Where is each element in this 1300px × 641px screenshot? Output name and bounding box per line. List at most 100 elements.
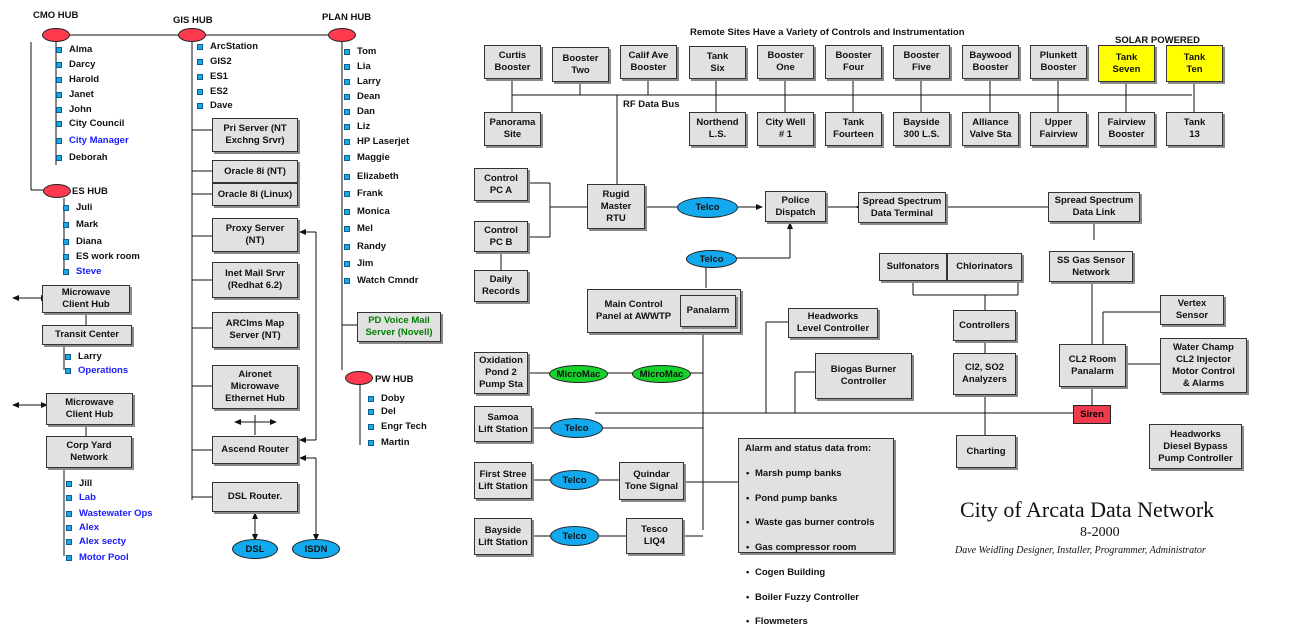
upper-fairview-box: Upper Fairview — [1030, 112, 1087, 146]
proxy-server-box: Proxy Server (NT) — [212, 218, 298, 252]
ss-data-link-box: Spread Spectrum Data Link — [1048, 192, 1140, 222]
cmo-hub-node — [42, 28, 70, 42]
pw-hub-item: Engr Tech — [368, 421, 427, 432]
chlorinators-box: Chlorinators — [947, 253, 1022, 281]
cmo-hub-item: Alma — [55, 44, 93, 55]
fairview-booster-box: Fairview Booster — [1098, 112, 1155, 146]
transit-center-box: Transit Center — [42, 325, 132, 345]
gis-hub-node — [178, 28, 206, 42]
inet-mail-box: Inet Mail Srvr (Redhat 6.2) — [212, 262, 298, 298]
gis-hub-item: Dave — [197, 100, 233, 111]
cmo-hub-item: City Manager — [56, 135, 129, 146]
rf-data-bus-label: RF Data Bus — [623, 99, 680, 110]
solar-powered-label: SOLAR POWERED — [1115, 35, 1200, 46]
booster-one-box: Booster One — [757, 45, 814, 79]
aironet-box: Aironet Microwave Ethernet Hub — [212, 365, 298, 409]
headworks-level-box: Headworks Level Controller — [788, 308, 878, 338]
alarm-item: Pond pump banks — [745, 493, 874, 506]
telco-oval-1: Telco — [677, 197, 738, 218]
microwave-client-hub-1: Microwave Client Hub — [42, 285, 130, 313]
pw-hub-label: PW HUB — [375, 374, 414, 385]
booster-five-box: Booster Five — [893, 45, 950, 79]
alarm-item: Cogen Building — [745, 567, 874, 580]
control-pc-b-box: Control PC B — [474, 221, 528, 252]
control-pc-a-box: Control PC A — [474, 168, 528, 201]
plan-hub-item: Elizabeth — [344, 171, 399, 182]
oracle-linux-box: Oracle 8i (Linux) — [212, 183, 298, 206]
samoa-lift-box: Samoa Lift Station — [474, 406, 532, 442]
telco-oval-4: Telco — [550, 470, 599, 490]
micromac-oval-1: MicroMac — [549, 365, 608, 383]
ascend-router-box: Ascend Router — [212, 436, 298, 464]
oxidation-pond-box: Oxidation Pond 2 Pump Sta — [474, 352, 528, 394]
plan-hub-label: PLAN HUB — [322, 12, 372, 23]
cmo-hub-item: Janet — [56, 89, 94, 100]
alarm-status-list: Marsh pump banks Pond pump banks Waste g… — [745, 456, 874, 641]
gis-hub-item: GIS2 — [197, 56, 232, 67]
northend-ls-box: Northend L.S. — [689, 112, 746, 146]
calif-ave-booster-box: Calif Ave Booster — [620, 45, 677, 79]
tank-seven-box: Tank Seven — [1098, 45, 1155, 82]
plan-hub-item: Dean — [343, 91, 381, 102]
pd-voice-box: PD Voice Mail Server (Novell) — [357, 312, 441, 342]
panalarm-box: Panalarm — [680, 295, 736, 327]
plan-hub-item: Larry — [344, 76, 381, 87]
pw-hub-node — [345, 371, 373, 385]
plan-hub-item: Mel — [344, 223, 373, 234]
siren-box: Siren — [1073, 405, 1111, 424]
arcims-box: ARCIms Map Server (NT) — [212, 312, 298, 348]
plan-hub-item: Liz — [343, 121, 371, 132]
plan-hub-item: HP Laserjet — [343, 136, 410, 147]
pw-hub-item: Del — [368, 406, 396, 417]
plan-hub-item: Lia — [344, 61, 371, 72]
plan-hub-item: Maggie — [344, 152, 390, 163]
gis-hub-label: GIS HUB — [173, 15, 213, 26]
water-champ-box: Water Champ CL2 Injector Motor Control &… — [1160, 338, 1247, 393]
alarm-status-box: Alarm and status data from: Marsh pump b… — [738, 438, 894, 629]
alarm-item: Marsh pump banks — [745, 468, 874, 481]
plan-hub-item: Jim — [343, 258, 374, 269]
first-stree-lift-box: First Stree Lift Station — [474, 462, 532, 499]
corp-yard-item: Motor Pool — [66, 552, 129, 563]
plan-hub-item: Monica — [344, 206, 390, 217]
alliance-valve-box: Alliance Valve Sta — [962, 112, 1019, 146]
cmo-hub-item: Deborah — [56, 152, 108, 163]
alarm-status-title: Alarm and status data from: — [745, 443, 872, 454]
cmo-hub-item: City Council — [55, 118, 125, 129]
alarm-item: Gas compressor room — [745, 542, 874, 555]
es-hub-item: Juli — [62, 202, 93, 213]
transit-item: Operations — [64, 365, 129, 376]
vertex-sensor-box: Vertex Sensor — [1160, 295, 1224, 325]
pw-hub-item: Doby — [368, 393, 405, 404]
es-hub-item: ES work room — [63, 251, 140, 262]
curtis-booster-box: Curtis Booster — [484, 45, 541, 79]
dsl-router-box: DSL Router. — [212, 482, 298, 512]
telco-oval-2: Telco — [686, 250, 737, 268]
controllers-box: Controllers — [953, 310, 1016, 341]
cmo-hub-label: CMO HUB — [33, 10, 79, 21]
isdn-oval: ISDN — [292, 539, 340, 559]
corp-yard-item: Alex — [65, 522, 100, 533]
booster-four-box: Booster Four — [825, 45, 882, 79]
tank-fourteen-box: Tank Fourteen — [825, 112, 882, 146]
diagram-credit: Dave Weidling Designer, Installer, Progr… — [955, 545, 1206, 556]
tank-six-box: Tank Six — [689, 46, 746, 79]
es-hub-item: Diana — [63, 236, 102, 247]
quindar-tone-box: Quindar Tone Signal — [619, 462, 684, 500]
remote-sites-heading: Remote Sites Have a Variety of Controls … — [690, 27, 965, 38]
es-hub-label: ES HUB — [72, 186, 108, 197]
es-hub-node — [43, 184, 71, 198]
bayside-lift-box: Bayside Lift Station — [474, 518, 532, 555]
plan-hub-node — [328, 28, 356, 42]
cmo-hub-item: Darcy — [55, 59, 96, 70]
oracle-nt-box: Oracle 8i (NT) — [212, 160, 298, 183]
gis-hub-item: ArcStation — [196, 41, 259, 52]
corp-yard-item: Alex secty — [65, 536, 127, 547]
es-hub-item: Mark — [62, 219, 99, 230]
alarm-item: Boiler Fuzzy Controller — [745, 592, 874, 605]
corp-yard-item: Lab — [66, 492, 96, 503]
alarm-item: Waste gas burner controls — [745, 517, 874, 530]
microwave-client-hub-2: Microwave Client Hub — [46, 393, 133, 425]
cl2-so2-analyzers-box: Cl2, SO2 Analyzers — [953, 353, 1016, 395]
sulfonators-box: Sulfonators — [879, 253, 947, 281]
